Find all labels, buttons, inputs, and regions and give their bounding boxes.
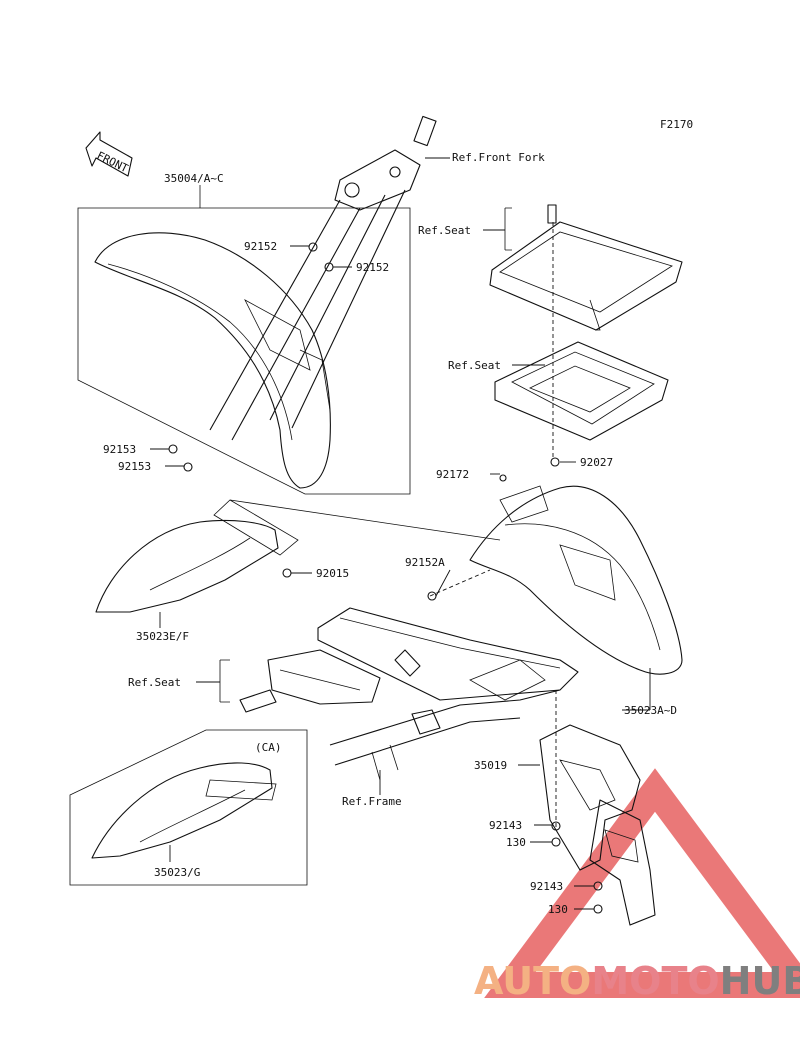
rear-fender-illustration bbox=[469, 485, 683, 675]
watermark-logo bbox=[484, 768, 800, 998]
mud-flap-illustration bbox=[539, 724, 641, 871]
front-fork-illustration bbox=[209, 115, 437, 441]
label-35004: 35004/A~C bbox=[164, 172, 224, 185]
watermark-text-auto: AUTO bbox=[474, 959, 591, 1003]
label-92027: 92027 bbox=[580, 456, 613, 469]
label-92152-a: 92152 bbox=[244, 240, 277, 253]
label-35023AD: 35023A~D bbox=[624, 704, 677, 717]
seat-bracket-upper bbox=[489, 204, 683, 331]
ca-variant-group bbox=[69, 729, 308, 886]
label-92143-a: 92143 bbox=[489, 819, 522, 832]
frame-illustration bbox=[317, 607, 579, 781]
label-92153-a: 92153 bbox=[103, 443, 136, 456]
fastener-marks bbox=[168, 242, 603, 914]
front-fender-illustration bbox=[94, 232, 331, 489]
label-92143-b: 92143 bbox=[530, 880, 563, 893]
label-92152-b: 92152 bbox=[356, 261, 389, 274]
label-130-a: 130 bbox=[506, 836, 526, 849]
label-35023EF: 35023E/F bbox=[136, 630, 189, 643]
label-ref-front-fork: Ref.Front Fork bbox=[452, 151, 545, 164]
watermark-text: AUTOMOTOHUB bbox=[474, 959, 800, 1003]
label-92015: 92015 bbox=[316, 567, 349, 580]
front-arrow-text: FRONT bbox=[95, 149, 131, 175]
label-ca: (CA) bbox=[255, 741, 282, 754]
label-35023G: 35023/G bbox=[154, 866, 200, 879]
figure-code: F2170 bbox=[660, 118, 693, 131]
license-bracket-illustration bbox=[589, 799, 656, 926]
front-arrow-icon: FRONT bbox=[85, 131, 133, 177]
label-92153-b: 92153 bbox=[118, 460, 151, 473]
seat-bracket-lower bbox=[494, 341, 669, 441]
label-92172: 92172 bbox=[436, 468, 469, 481]
seat-cross-member-illustration bbox=[239, 649, 381, 713]
watermark-text-moto: MOTO bbox=[591, 959, 719, 1003]
label-130-b: 130 bbox=[548, 903, 568, 916]
label-ref-seat-mid: Ref.Seat bbox=[448, 359, 501, 372]
rear-sub-fender-illustration bbox=[95, 499, 299, 613]
watermark-text-hub: HUB bbox=[720, 959, 800, 1003]
label-ref-seat-left: Ref.Seat bbox=[128, 676, 181, 689]
label-ref-frame: Ref.Frame bbox=[342, 795, 402, 808]
label-35019: 35019 bbox=[474, 759, 507, 772]
label-ref-seat-top: Ref.Seat bbox=[418, 224, 471, 237]
label-92152A: 92152A bbox=[405, 556, 445, 569]
